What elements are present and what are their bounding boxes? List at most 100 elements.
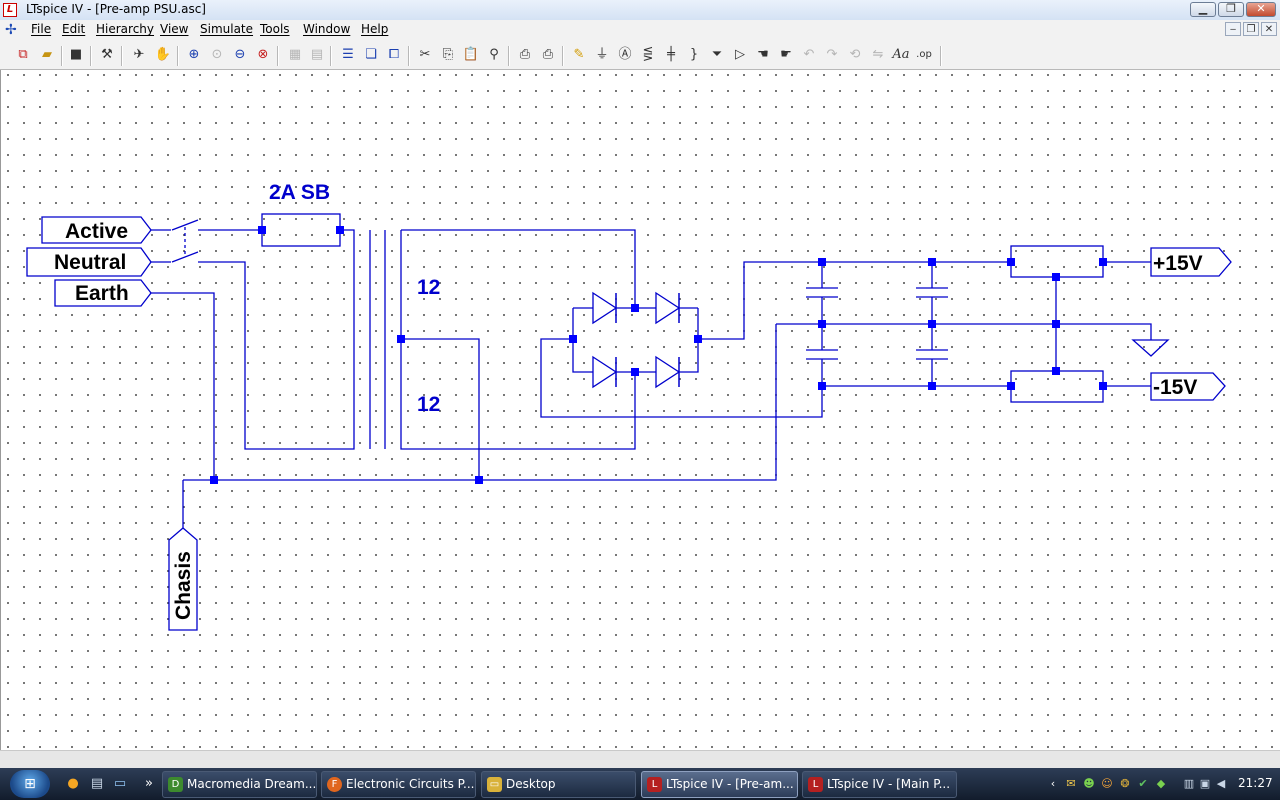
clock[interactable]: 21:27 [1238,776,1273,790]
network-tray-icon[interactable]: ▥ [1183,777,1195,790]
zoom-fit-icon[interactable]: ⊗ [257,47,269,62]
schematic-drawing: 2A SB 12 12 Active Neutral Earth +15V -1… [26,181,1232,631]
zoom-in-icon[interactable]: ⊕ [188,47,200,62]
autoscale-icon[interactable]: ▦ [288,47,302,62]
maximize-button[interactable]: ❐ [1218,2,1244,17]
schematic-canvas[interactable]: 2A SB 12 12 Active Neutral Earth +15V -1… [0,70,1280,750]
halt-icon[interactable]: ✋ [154,47,172,62]
port-pos15v[interactable]: +15V [1153,252,1203,275]
folder-icon: ▭ [487,777,502,792]
ltspice-icon: L [808,777,823,792]
tray-chevron-icon[interactable]: ‹ [1050,777,1056,790]
move-icon[interactable]: ☚ [757,47,769,62]
open-icon[interactable]: ▰ [42,47,52,62]
paste-icon[interactable]: 📋 [462,47,480,62]
label-net-icon[interactable]: Ⓐ [618,47,632,62]
mirror-icon[interactable]: ⇋ [872,47,884,62]
port-active[interactable]: Active [65,220,128,243]
full-screen-icon[interactable]: ▤ [310,47,324,62]
task-desktop[interactable]: ▭ Desktop [481,771,636,798]
zoom-out-icon[interactable]: ⊖ [234,47,246,62]
alert-tray-icon[interactable]: ❂ [1120,777,1130,790]
port-flags [26,216,1232,631]
mdi-restore-button[interactable]: ❐ [1243,22,1259,36]
cut-icon[interactable]: ✂ [419,47,431,62]
rotate-icon[interactable]: ⟲ [849,47,861,62]
minimize-button[interactable]: ▁ [1190,2,1216,17]
mdi-close-button[interactable]: ✕ [1261,22,1277,36]
toolbar [0,40,1280,70]
capacitor-icon[interactable]: ╪ [667,47,675,62]
print-icon[interactable]: ⎙ [542,47,554,62]
print-setup-icon[interactable]: ⎙ [519,47,531,62]
menu-simulate[interactable]: Simulate [200,22,254,36]
port-chasis[interactable]: Chasis [172,551,195,620]
component-icon[interactable]: ▷ [735,47,745,62]
menu-help[interactable]: Help [361,22,389,36]
task-label: Macromedia Dream... [187,777,317,791]
toolbar-separator [61,46,63,66]
menu-window[interactable]: Window [303,22,351,36]
redo-icon[interactable]: ↷ [826,47,838,62]
firefox-icon: F [327,777,342,792]
task-ltspice-main[interactable]: L LTspice IV - [Main P... [802,771,957,798]
mail-tray-icon[interactable]: ✉ [1066,777,1076,790]
junctions [210,226,1107,484]
ground-icon[interactable]: ⏚ [595,47,609,62]
copy-icon[interactable]: ⎘ [442,47,454,62]
close-button[interactable]: ✕ [1246,2,1276,17]
status-tray-icon[interactable]: ✔ [1138,777,1148,790]
firefox-quicklaunch-icon[interactable]: ● [67,776,79,791]
menu-file[interactable]: File [31,22,52,36]
run-icon[interactable]: ✈ [133,47,145,62]
quicklaunch-overflow[interactable]: » [145,776,153,791]
port-neutral[interactable]: Neutral [54,251,126,274]
undo-icon[interactable]: ↶ [803,47,815,62]
port-earth[interactable]: Earth [75,282,129,305]
toolbar-separator [508,46,510,66]
menu-hierarchy[interactable]: Hierarchy [96,22,155,36]
ltspice-app-icon[interactable]: L [3,3,17,17]
task-firefox[interactable]: F Electronic Circuits P... [321,771,476,798]
save-icon[interactable]: ■ [69,47,83,62]
status-bar [0,750,1280,768]
start-button[interactable]: ⊞ [10,770,50,798]
task-label: LTspice IV - [Main P... [827,777,951,791]
explorer-quicklaunch-icon[interactable]: ▤ [90,776,104,791]
task-label: Electronic Circuits P... [346,777,475,791]
spice-directive-icon[interactable]: .op [916,49,932,60]
find-icon[interactable]: ⚲ [489,47,499,62]
document-menu-icon[interactable]: ✢ [5,22,17,38]
control-panel-icon[interactable]: ⚒ [101,47,113,62]
draw-wire-icon[interactable]: ✎ [573,47,585,62]
close-all-icon[interactable]: ⧠ [388,47,400,62]
messenger-tray-icon[interactable]: ☻ [1083,777,1095,790]
toolbar-separator [177,46,179,66]
resistor-icon[interactable]: ⋚ [642,47,654,62]
tile-icon[interactable]: ☰ [342,47,354,62]
task-dreamweaver[interactable]: D Macromedia Dream... [162,771,317,798]
cascade-icon[interactable]: ❏ [365,47,377,62]
update-tray-icon[interactable]: ◆ [1156,777,1166,790]
display-tray-icon[interactable]: ▣ [1199,777,1211,790]
port-neg15v[interactable]: -15V [1153,376,1197,399]
menu-tools[interactable]: Tools [260,22,290,36]
toolbar-separator [562,46,564,66]
drag-icon[interactable]: ☛ [780,47,792,62]
menu-bar: ✢ File Edit Hierarchy View Simulate Tool… [0,20,1280,40]
mdi-minimize-button[interactable]: ‒ [1225,22,1241,36]
text-icon[interactable]: Aa [892,47,910,62]
diode-icon[interactable]: ⏷ [711,47,723,62]
menu-edit[interactable]: Edit [62,22,86,36]
show-desktop-icon[interactable]: ▭ [113,776,127,791]
new-schematic-icon[interactable]: ⧉ [18,47,28,62]
task-label: LTspice IV - [Pre-am... [666,777,794,791]
volume-tray-icon[interactable]: ◀ [1216,777,1226,790]
inductor-icon[interactable]: } [689,47,699,62]
task-ltspice-preamp[interactable]: L LTspice IV - [Pre-am... [641,771,798,798]
pan-icon[interactable]: ⊙ [211,47,223,62]
title-bar: L LTspice IV - [Pre-amp PSU.asc] ▁ ❐ ✕ [0,0,1280,20]
chat-tray-icon[interactable]: ☺ [1101,777,1113,790]
menu-view[interactable]: View [160,22,189,36]
toolbar-separator [90,46,92,66]
